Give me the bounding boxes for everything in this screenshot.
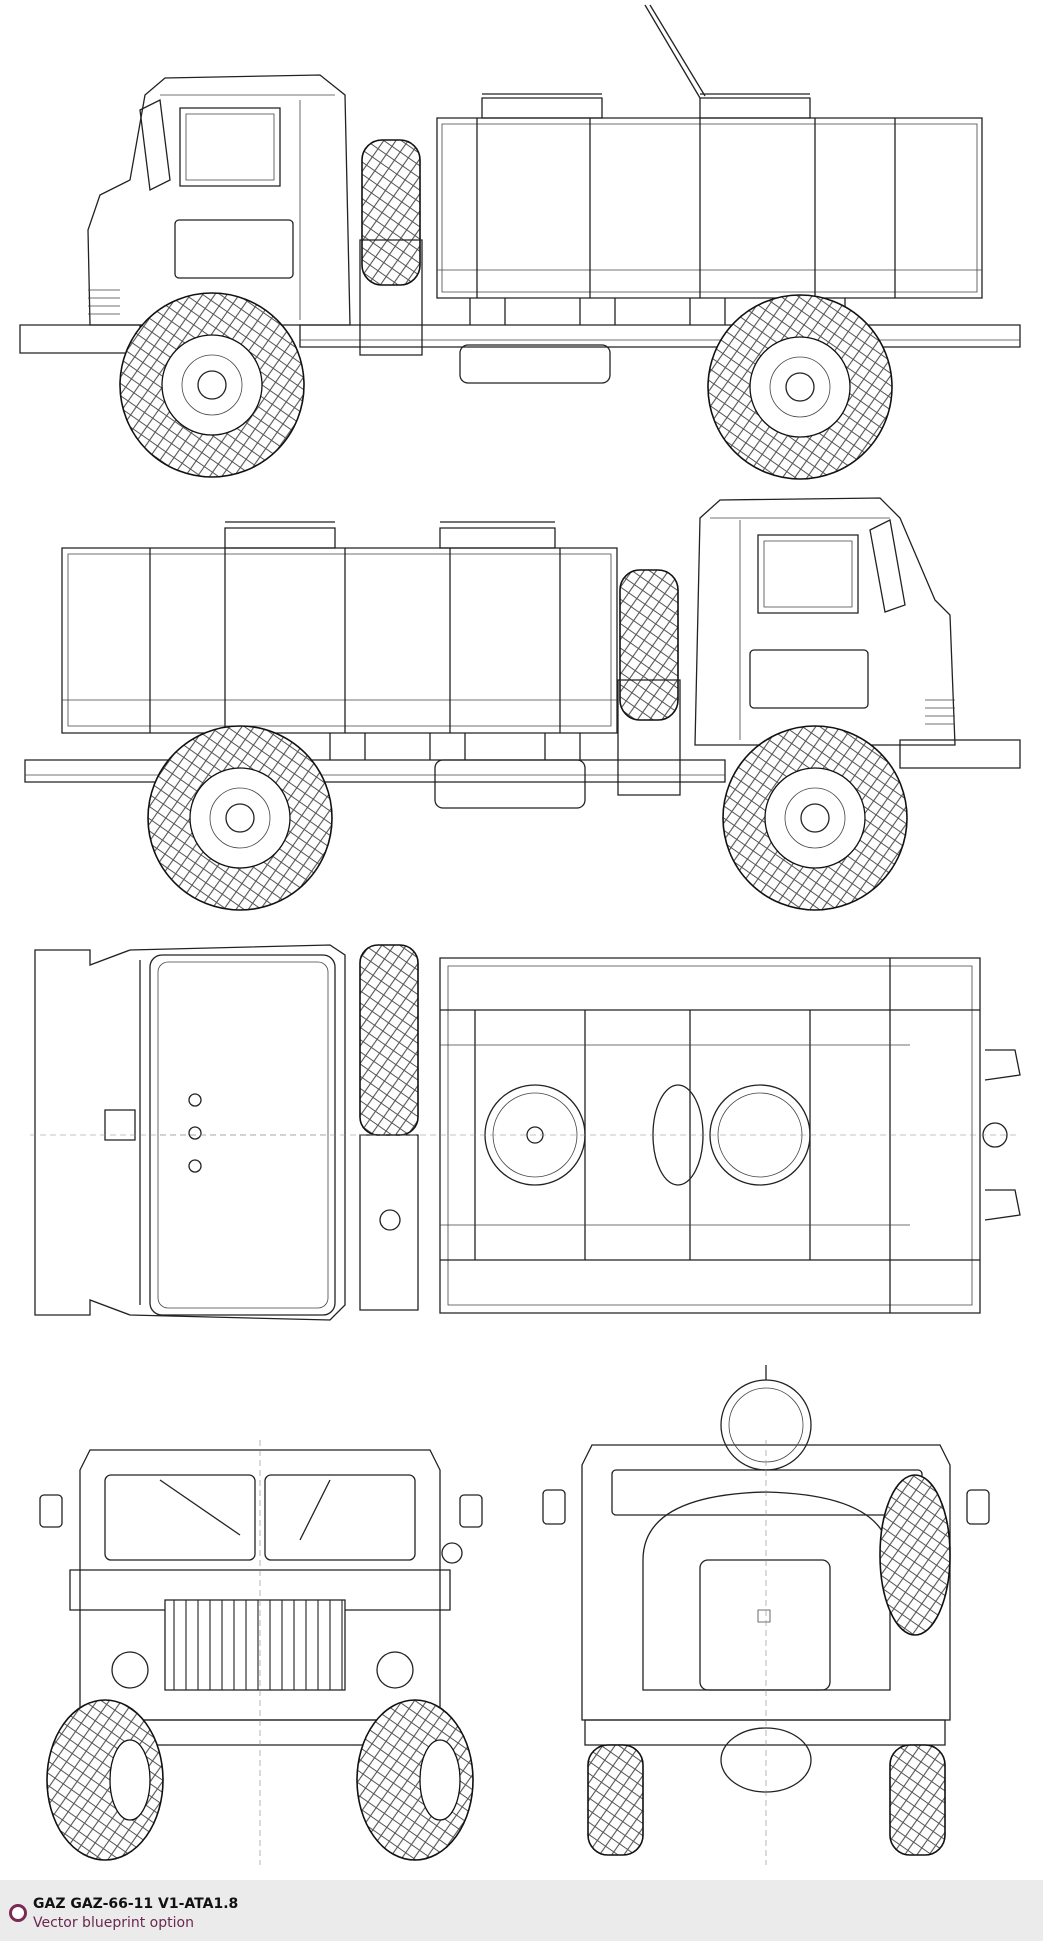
left-side-view — [20, 5, 1020, 479]
caption-bar: GAZ GAZ-66-11 V1-ATA1.8 Vector blueprint… — [0, 1880, 1043, 1941]
blueprint-sheet — [0, 0, 1043, 1880]
right-side-view — [25, 498, 1020, 910]
blueprint-title: GAZ GAZ-66-11 V1-ATA1.8 — [33, 1896, 239, 1912]
top-view — [30, 945, 1020, 1320]
ring-logo-icon — [9, 1904, 27, 1922]
blueprint-subtitle: Vector blueprint option — [33, 1915, 194, 1931]
front-view — [40, 1440, 482, 1865]
rear-view — [543, 1365, 989, 1865]
